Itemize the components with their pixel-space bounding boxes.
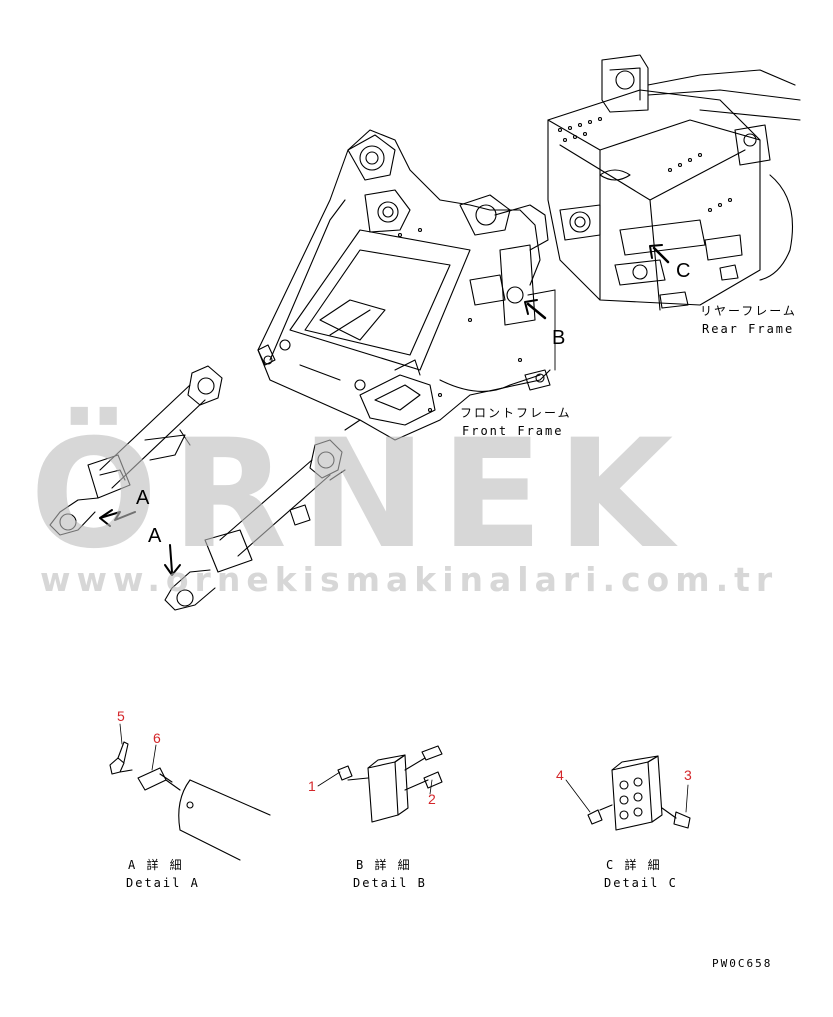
view-arrow-a2 (164, 544, 181, 576)
detail-b-caption-jp: B 詳 細 (356, 858, 412, 872)
drawing-code: PW0C658 (712, 957, 773, 970)
part-number-2: 2 (428, 791, 436, 807)
view-marker-a1: A (136, 487, 150, 509)
detail-c-caption-en: Detail C (604, 876, 678, 890)
rear-frame-drawing (547, 54, 801, 311)
steering-cylinder-right (164, 419, 361, 611)
detail-b-drawing (337, 745, 443, 823)
view-marker-b: B (552, 327, 566, 349)
leader-lines (119, 723, 689, 813)
detail-a-drawing (109, 741, 271, 861)
view-arrow-b (524, 299, 547, 320)
part-number-4: 4 (556, 767, 564, 783)
view-arrow-a1 (99, 509, 136, 527)
front-frame-label-jp: フロントフレーム (460, 406, 572, 420)
view-marker-c: C (676, 260, 691, 282)
front-frame-drawing (257, 129, 556, 441)
detail-a-caption-jp: A 詳 細 (128, 858, 184, 872)
watermark-logo: ÖRNEK (30, 408, 688, 582)
view-marker-a2: A (148, 525, 162, 547)
part-number-6: 6 (153, 730, 161, 746)
watermark-url: www.ornekismakinalari.com.tr (40, 560, 779, 599)
rear-frame-label-en: Rear Frame (702, 322, 795, 336)
view-arrow-c (649, 244, 670, 264)
rear-frame-label-jp: リヤーフレーム (700, 304, 797, 318)
part-number-5: 5 (117, 708, 125, 724)
detail-c-drawing (587, 755, 691, 831)
steering-cylinder-left (49, 365, 223, 536)
detail-a-caption-en: Detail A (126, 876, 200, 890)
front-frame-label-en: Front Frame (462, 424, 564, 438)
part-number-1: 1 (308, 778, 316, 794)
detail-b-caption-en: Detail B (353, 876, 427, 890)
part-number-3: 3 (684, 767, 692, 783)
detail-c-caption-jp: C 詳 細 (606, 858, 662, 872)
